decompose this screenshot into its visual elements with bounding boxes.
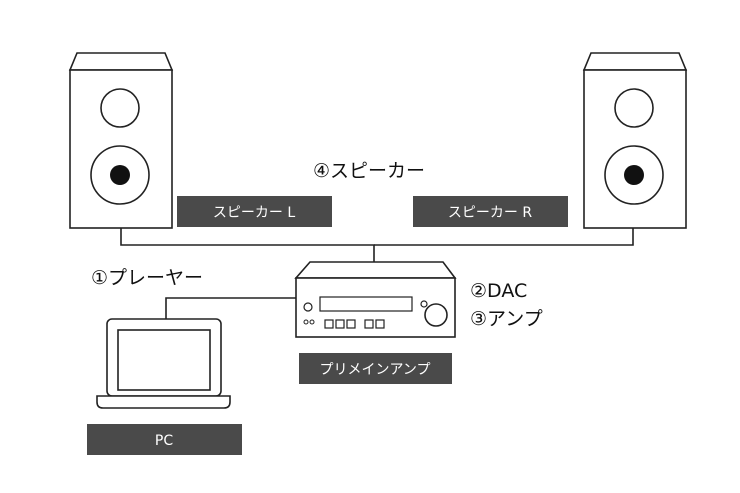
amplifier-tag-label: プリメインアンプ [319, 362, 430, 378]
cable-speaker-right [374, 228, 634, 246]
speaker-left-tag-label: スピーカー L [213, 205, 295, 221]
cable-pc-to-amp [165, 297, 296, 319]
amplifier-tag [299, 353, 452, 384]
speaker-annotation: ④スピーカー [313, 160, 425, 182]
speaker-right-icon [582, 52, 688, 229]
pc-tag [87, 424, 242, 455]
speaker-left-icon [68, 52, 174, 229]
speaker-right-tag-label: スピーカー R [448, 205, 532, 221]
laptop-icon [96, 318, 231, 409]
amp-annotation: ③アンプ [470, 308, 543, 330]
speaker-right-tag [413, 196, 568, 227]
player-annotation: ①プレーヤー [91, 267, 203, 289]
speaker-left-tag [177, 196, 332, 227]
pc-tag-label: PC [155, 433, 173, 449]
dac-annotation: ②DAC [470, 280, 527, 302]
cable-speaker-left [120, 228, 375, 262]
amplifier-icon [294, 261, 457, 338]
